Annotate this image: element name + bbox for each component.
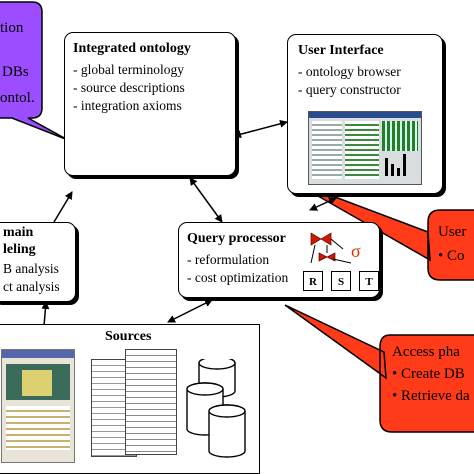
sources-title: Sources <box>105 329 152 344</box>
domain-modeling-item: ct analysis <box>3 279 60 294</box>
purple-callout-line1: tion <box>0 20 24 36</box>
relation-t: T <box>359 271 379 291</box>
user-interface-box: User Interface - ontology browser - quer… <box>287 34 443 194</box>
database-icons <box>186 359 246 458</box>
arrow-ontology-ui <box>233 119 288 139</box>
purple-callout-line3: ontol. <box>0 90 35 106</box>
user-interface-title: User Interface <box>298 43 384 58</box>
ontology-item: - integration axioms <box>73 98 182 113</box>
integrated-ontology-title: Integrated ontology <box>73 41 191 56</box>
access-callout-line2: • Create DB <box>392 366 465 382</box>
arrow-sources-domain <box>41 301 50 327</box>
arrow-domain-ontology <box>53 191 73 223</box>
user-callout-line1: User <box>438 224 467 240</box>
query-processor-box: Query processor - reformulation - cost o… <box>178 222 380 298</box>
domain-modeling-item: B analysis <box>3 261 59 276</box>
ontology-item: - source descriptions <box>73 80 185 95</box>
domain-modeling-title-line1: main <box>3 225 34 240</box>
document-source-2 <box>125 349 177 455</box>
sources-box: Sources <box>0 324 260 474</box>
access-callout-shape <box>284 304 474 433</box>
arrow-query-sources <box>167 299 213 323</box>
user-callout-line2: • Co <box>438 248 465 264</box>
query-plan-icon <box>310 232 352 264</box>
domain-modeling-box: main leling B analysis ct analysis <box>0 222 76 302</box>
purple-callout-line2: DBs <box>2 64 29 80</box>
ui-item: - query constructor <box>298 82 401 97</box>
ui-screenshot-thumbnail <box>308 111 422 185</box>
ontology-item: - global terminology <box>73 62 184 77</box>
arrow-ui-query <box>309 197 337 211</box>
query-processor-title: Query processor <box>187 231 286 246</box>
query-processor-item: - cost optimization <box>187 270 289 285</box>
relation-r: R <box>303 271 323 291</box>
access-callout-line1: Access pha <box>392 344 460 360</box>
query-processor-item: - reformulation <box>187 252 270 267</box>
arrow-ontology-query <box>189 177 223 223</box>
website-source-thumbnail <box>1 349 75 463</box>
access-callout-line3: • Retrieve da <box>392 388 470 404</box>
ui-item: - ontology browser <box>298 64 401 79</box>
relation-s: S <box>331 271 351 291</box>
integrated-ontology-box: Integrated ontology - global terminology… <box>64 32 236 176</box>
domain-modeling-title-line2: leling <box>3 242 36 257</box>
sigma-symbol: σ <box>351 241 361 261</box>
purple-callout-shape <box>0 1 69 141</box>
